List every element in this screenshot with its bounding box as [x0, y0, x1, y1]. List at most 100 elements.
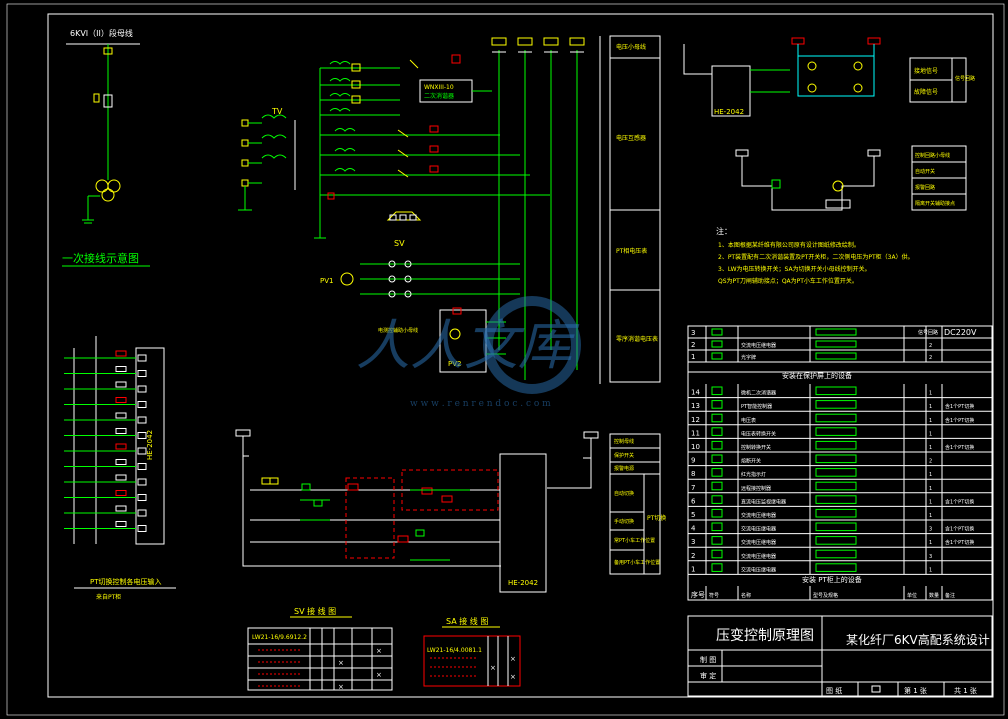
- equip-spec-bar: [815, 454, 857, 464]
- sa-table-model: LW21-16/4.0081.1: [427, 647, 482, 654]
- equip-cell: 2: [929, 459, 932, 465]
- bus-title: 6KVI（II）段母线: [70, 28, 133, 38]
- equip-cell: 3: [691, 329, 695, 337]
- equip-symbol: [711, 454, 723, 464]
- equip-cell: PT智能控制器: [741, 403, 772, 410]
- equip-spec-bar: [815, 413, 857, 423]
- equip-cell: 11: [691, 429, 700, 437]
- input-row-fuse: [115, 397, 127, 403]
- side-item-2: 自动开关: [915, 168, 935, 175]
- equip-spec-bar: [815, 468, 857, 477]
- sv-table-model: LW21-16/9.6912.2: [252, 634, 307, 641]
- equip-cell: 6: [691, 497, 696, 505]
- equip-header-cell: 符号: [709, 592, 719, 599]
- equip-cell: 10: [691, 443, 700, 451]
- he-top-label: HE-2042: [714, 108, 744, 116]
- sv-mark: ×: [376, 671, 382, 679]
- equip-cell: 含1个PT切换: [945, 498, 974, 505]
- sa-mark: ×: [510, 655, 516, 663]
- equip-header-right2: DC220V: [944, 328, 977, 337]
- sv-label: SV: [394, 239, 405, 248]
- signal-circuit: HE-2042 接地信号 故障信号 信号回路 控制回路小母线 自动开关 报警回路…: [683, 37, 975, 211]
- relay-label-2: 二次消谐器: [424, 92, 454, 100]
- relay-label-1: WNXIII-10: [424, 84, 454, 91]
- equip-spec-bar: [815, 340, 857, 348]
- right-box-1: 电压小母线: [616, 43, 646, 51]
- input-row-fuse: [115, 443, 127, 450]
- sa-table: SA 接 线 图 LW21-16/4.0081.1 ×××: [423, 616, 521, 687]
- equip-spec-bar: [815, 549, 857, 559]
- terminal: [137, 401, 147, 408]
- equip-spec-bar: [815, 400, 857, 409]
- equip-header-right1: 信号回路: [918, 329, 938, 336]
- equip-cell: 1: [929, 445, 932, 451]
- total-label: 共 1 张: [954, 686, 977, 695]
- equip-cell: 2: [691, 552, 695, 560]
- equip-symbol: [711, 440, 723, 450]
- equip-spec-bar: [815, 536, 857, 545]
- equip-cell: 1: [691, 565, 695, 573]
- equip-symbol: [711, 495, 723, 504]
- pv1-label: PV1: [320, 277, 333, 285]
- equip-cell: 1: [929, 418, 932, 424]
- equip-cell: 1: [929, 513, 932, 519]
- control-label-box: 控制母线保护开关报警电源自动切换手动切换常PT小车工作位置备用PT小车工作位置 …: [609, 433, 666, 575]
- signal-side: 信号回路: [955, 75, 975, 82]
- equip-header-cell: 序号: [691, 590, 705, 599]
- equip-cell: 1: [929, 431, 932, 437]
- sv-table-title: SV 接 线 图: [294, 606, 336, 616]
- input-row-fuse: [115, 350, 127, 357]
- equip-symbol: [711, 468, 723, 477]
- pv2-side-label: 电测控辅助小母线: [378, 327, 418, 334]
- equip-symbol: [711, 427, 723, 436]
- notes: 注： 1、本图根据某纤维有限公司原有设计图纸修改绘制。 2、PT装置配有二次消谐…: [716, 226, 914, 285]
- ctrl-item: 自动切换: [614, 490, 634, 497]
- equip-cell: 交流电压继电器: [741, 553, 776, 560]
- equip-symbol: [711, 400, 723, 409]
- equip-cell: 2: [691, 341, 695, 349]
- equip-cell: 1: [929, 391, 932, 397]
- equip-symbol: [711, 522, 723, 532]
- equip-cell: 3: [691, 538, 695, 546]
- equip-cell: 1: [929, 472, 932, 478]
- inner-border: [6, 3, 1005, 716]
- equip-cell: 交流电压继电器: [741, 539, 776, 546]
- equip-header-cell: 名称: [741, 592, 751, 599]
- equip-cell: 8: [691, 470, 695, 478]
- pt-input-block: HE-2042 PT切换控制各电压输入 来自PT柜: [64, 336, 176, 601]
- sv-mark: ×: [338, 659, 344, 667]
- right-box-2: 电压互感器: [616, 134, 646, 142]
- pt-secondary-circuit: TV WNXIII-10 二次消谐器: [238, 54, 550, 373]
- signal-item-1: 接地信号: [914, 67, 938, 75]
- equip-bottom-title: 安装 PT柜上的设备: [802, 575, 862, 584]
- equip-spec-bar: [815, 481, 857, 491]
- title-block: 压变控制原理图 某化纤厂6KV高配系统设计 制 图 审 定 图 纸 第 1 张 …: [687, 615, 993, 697]
- input-row-fuse: [115, 412, 127, 419]
- equip-cell: 熔断开关: [741, 458, 761, 465]
- equip-header-cell: 型号及规格: [813, 592, 838, 599]
- equip-cell: 红光指示灯: [741, 471, 766, 478]
- note-2: 2、PT装置配有二次消谐装置及PT开关柜，二次侧电压为PT柜（3A）供。: [718, 253, 914, 261]
- equip-cell: 5: [691, 511, 695, 519]
- equip-cell: 12: [691, 416, 700, 424]
- outer-border: [47, 13, 994, 698]
- equip-mid-title: 安装在保护屏上的设备: [782, 371, 852, 380]
- equip-symbol: [711, 549, 723, 559]
- right-box-4: 零序消谐电压表: [616, 335, 658, 343]
- equip-cell: 含1个PT切换: [945, 417, 974, 424]
- equip-cell: 7: [691, 484, 695, 492]
- equip-cell: 含1个PT切换: [945, 526, 974, 533]
- sv-mark: ×: [376, 647, 382, 655]
- equip-symbol: [711, 352, 723, 360]
- input-row-fuse: [115, 366, 127, 372]
- equip-cell: 4: [691, 525, 696, 533]
- primary-label: 一次接线示意图: [62, 251, 139, 265]
- pv2-label: PV2: [448, 360, 461, 368]
- input-row-fuse: [115, 505, 127, 512]
- equip-cell: 1: [929, 499, 932, 505]
- equip-cell: 2: [929, 355, 932, 361]
- note-1: 1、本图根据某纤维有限公司原有设计图纸修改绘制。: [718, 241, 860, 249]
- equip-cell: 含1个PT切换: [945, 539, 974, 546]
- equip-spec-bar: [815, 352, 857, 360]
- terminal: [137, 478, 147, 486]
